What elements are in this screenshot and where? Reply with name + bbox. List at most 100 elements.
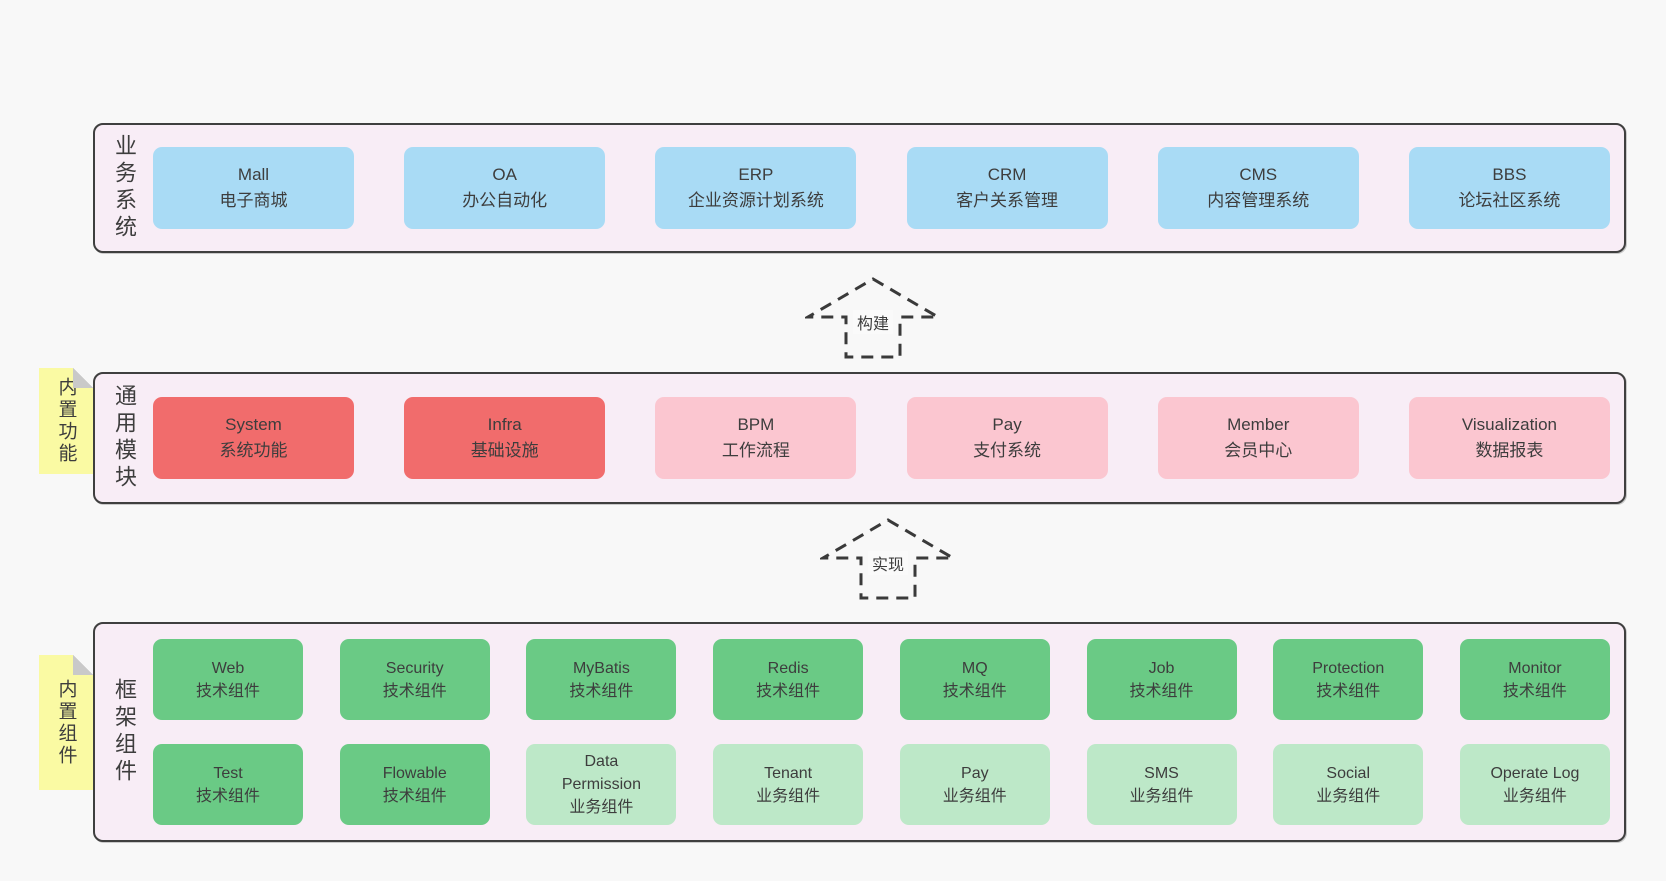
box-desc: 技术组件	[382, 787, 447, 805]
folded-corner-icon	[73, 368, 93, 388]
box-desc: 技术组件	[942, 682, 1007, 700]
box-bbs: BBS 论坛社区系统	[1408, 147, 1610, 229]
box-desc: 客户关系管理	[956, 191, 1059, 210]
box-desc: 数据报表	[1475, 441, 1544, 460]
layer-business-systems: 业务系统 Mall 电子商城 OA 办公自动化 ERP 企业资源计划系统 CRM…	[93, 123, 1626, 253]
box-data-permission: Data Permission 业务组件	[526, 744, 677, 825]
box-name: Protection	[1312, 659, 1385, 677]
box-desc: 办公自动化	[462, 191, 548, 210]
up-arrow-icon	[805, 277, 941, 359]
layer-label-column: 通用模块	[95, 374, 153, 502]
box-erp: ERP 企业资源计划系统	[655, 147, 857, 229]
box-system: System 系统功能	[153, 397, 354, 479]
box-desc: 系统功能	[219, 441, 288, 460]
box-bpm: BPM 工作流程	[655, 397, 857, 479]
box-visualization: Visualization 数据报表	[1408, 397, 1610, 479]
box-desc: 业务组件	[756, 787, 821, 805]
box-desc: 支付系统	[973, 441, 1042, 460]
box-name: Operate Log	[1490, 764, 1580, 782]
box-mq: MQ 技术组件	[899, 639, 1050, 720]
box-desc: 技术组件	[1502, 682, 1567, 700]
box-desc: 业务组件	[942, 787, 1007, 805]
sticky-label: 内置功能	[55, 377, 77, 465]
up-arrow-icon	[820, 518, 956, 600]
box-name: Monitor	[1508, 659, 1562, 677]
sticky-note-builtin-features: 内置功能	[39, 368, 93, 474]
box-mall: Mall 电子商城	[153, 147, 354, 229]
box-oa: OA 办公自动化	[404, 147, 606, 229]
build-arrow-label: 构建	[852, 310, 894, 334]
box-name: ERP	[738, 165, 774, 184]
build-arrow: 构建	[805, 276, 941, 360]
implement-arrow: 实现	[820, 517, 956, 601]
box-desc: 业务组件	[569, 799, 634, 816]
box-name: Infra	[487, 415, 522, 434]
box-name: Test	[213, 764, 243, 782]
box-desc: 技术组件	[1316, 682, 1381, 700]
box-name: Job	[1148, 659, 1175, 677]
implement-arrow-label: 实现	[867, 551, 909, 575]
box-name: Redis	[767, 659, 809, 677]
box-name: Member	[1227, 415, 1290, 434]
box-desc: 内容管理系统	[1207, 191, 1310, 210]
box-mybatis: MyBatis 技术组件	[526, 639, 677, 720]
box-name: Data Permission	[561, 753, 641, 793]
box-desc: 电子商城	[219, 191, 288, 210]
box-desc: 业务组件	[1316, 787, 1381, 805]
component-boxes: Web 技术组件 Security 技术组件 MyBatis 技术组件 Redi…	[153, 624, 1610, 840]
box-name: MQ	[961, 659, 988, 677]
box-name: BPM	[737, 415, 775, 434]
box-flowable: Flowable 技术组件	[339, 744, 490, 825]
box-crm: CRM 客户关系管理	[906, 147, 1108, 229]
box-member: Member 会员中心	[1157, 397, 1359, 479]
box-name: CRM	[987, 165, 1027, 184]
layer-label-column: 框架组件	[95, 624, 153, 840]
box-tenant: Tenant 业务组件	[713, 744, 864, 825]
layer-modules-label: 通用模块	[112, 384, 137, 492]
box-desc: 技术组件	[382, 682, 447, 700]
box-name: SMS	[1144, 764, 1179, 782]
box-name: Mall	[237, 165, 270, 184]
box-name: BBS	[1492, 165, 1527, 184]
layer-common-modules: 通用模块 System 系统功能 Infra 基础设施 BPM 工作流程 Pay…	[93, 372, 1626, 504]
box-desc: 技术组件	[569, 682, 634, 700]
layer-label-column: 业务系统	[95, 125, 153, 251]
box-name: CMS	[1239, 165, 1278, 184]
box-web: Web 技术组件	[153, 639, 303, 720]
box-name: Security	[385, 659, 444, 677]
box-desc: 技术组件	[195, 787, 260, 805]
box-desc: 技术组件	[1129, 682, 1194, 700]
module-boxes: System 系统功能 Infra 基础设施 BPM 工作流程 Pay 支付系统…	[153, 374, 1610, 502]
box-infra: Infra 基础设施	[404, 397, 606, 479]
box-desc: 企业资源计划系统	[687, 191, 824, 210]
layer-components-label: 框架组件	[112, 678, 137, 786]
box-pay-component: Pay 业务组件	[899, 744, 1050, 825]
box-name: Pay	[961, 764, 989, 782]
box-name: Web	[211, 659, 245, 677]
box-protection: Protection 技术组件	[1273, 639, 1424, 720]
box-operate-log: Operate Log 业务组件	[1459, 744, 1610, 825]
box-name: Flowable	[382, 764, 447, 782]
box-monitor: Monitor 技术组件	[1459, 639, 1610, 720]
box-security: Security 技术组件	[339, 639, 490, 720]
box-desc: 技术组件	[195, 682, 260, 700]
box-name: Tenant	[764, 764, 813, 782]
box-desc: 技术组件	[756, 682, 821, 700]
layer-business-label: 业务系统	[112, 134, 137, 242]
box-pay-module: Pay 支付系统	[906, 397, 1108, 479]
folded-corner-icon	[73, 655, 93, 675]
box-name: Pay	[992, 415, 1022, 434]
box-name: OA	[492, 165, 517, 184]
box-desc: 工作流程	[721, 441, 790, 460]
box-name: MyBatis	[572, 659, 630, 677]
box-name: Visualization	[1461, 415, 1557, 434]
box-cms: CMS 内容管理系统	[1157, 147, 1359, 229]
box-desc: 基础设施	[470, 441, 539, 460]
sticky-note-builtin-components: 内置组件	[39, 655, 93, 790]
box-desc: 业务组件	[1129, 787, 1194, 805]
business-boxes: Mall 电子商城 OA 办公自动化 ERP 企业资源计划系统 CRM 客户关系…	[153, 125, 1610, 251]
box-name: Social	[1326, 764, 1370, 782]
box-name: System	[225, 415, 282, 434]
box-job: Job 技术组件	[1086, 639, 1237, 720]
